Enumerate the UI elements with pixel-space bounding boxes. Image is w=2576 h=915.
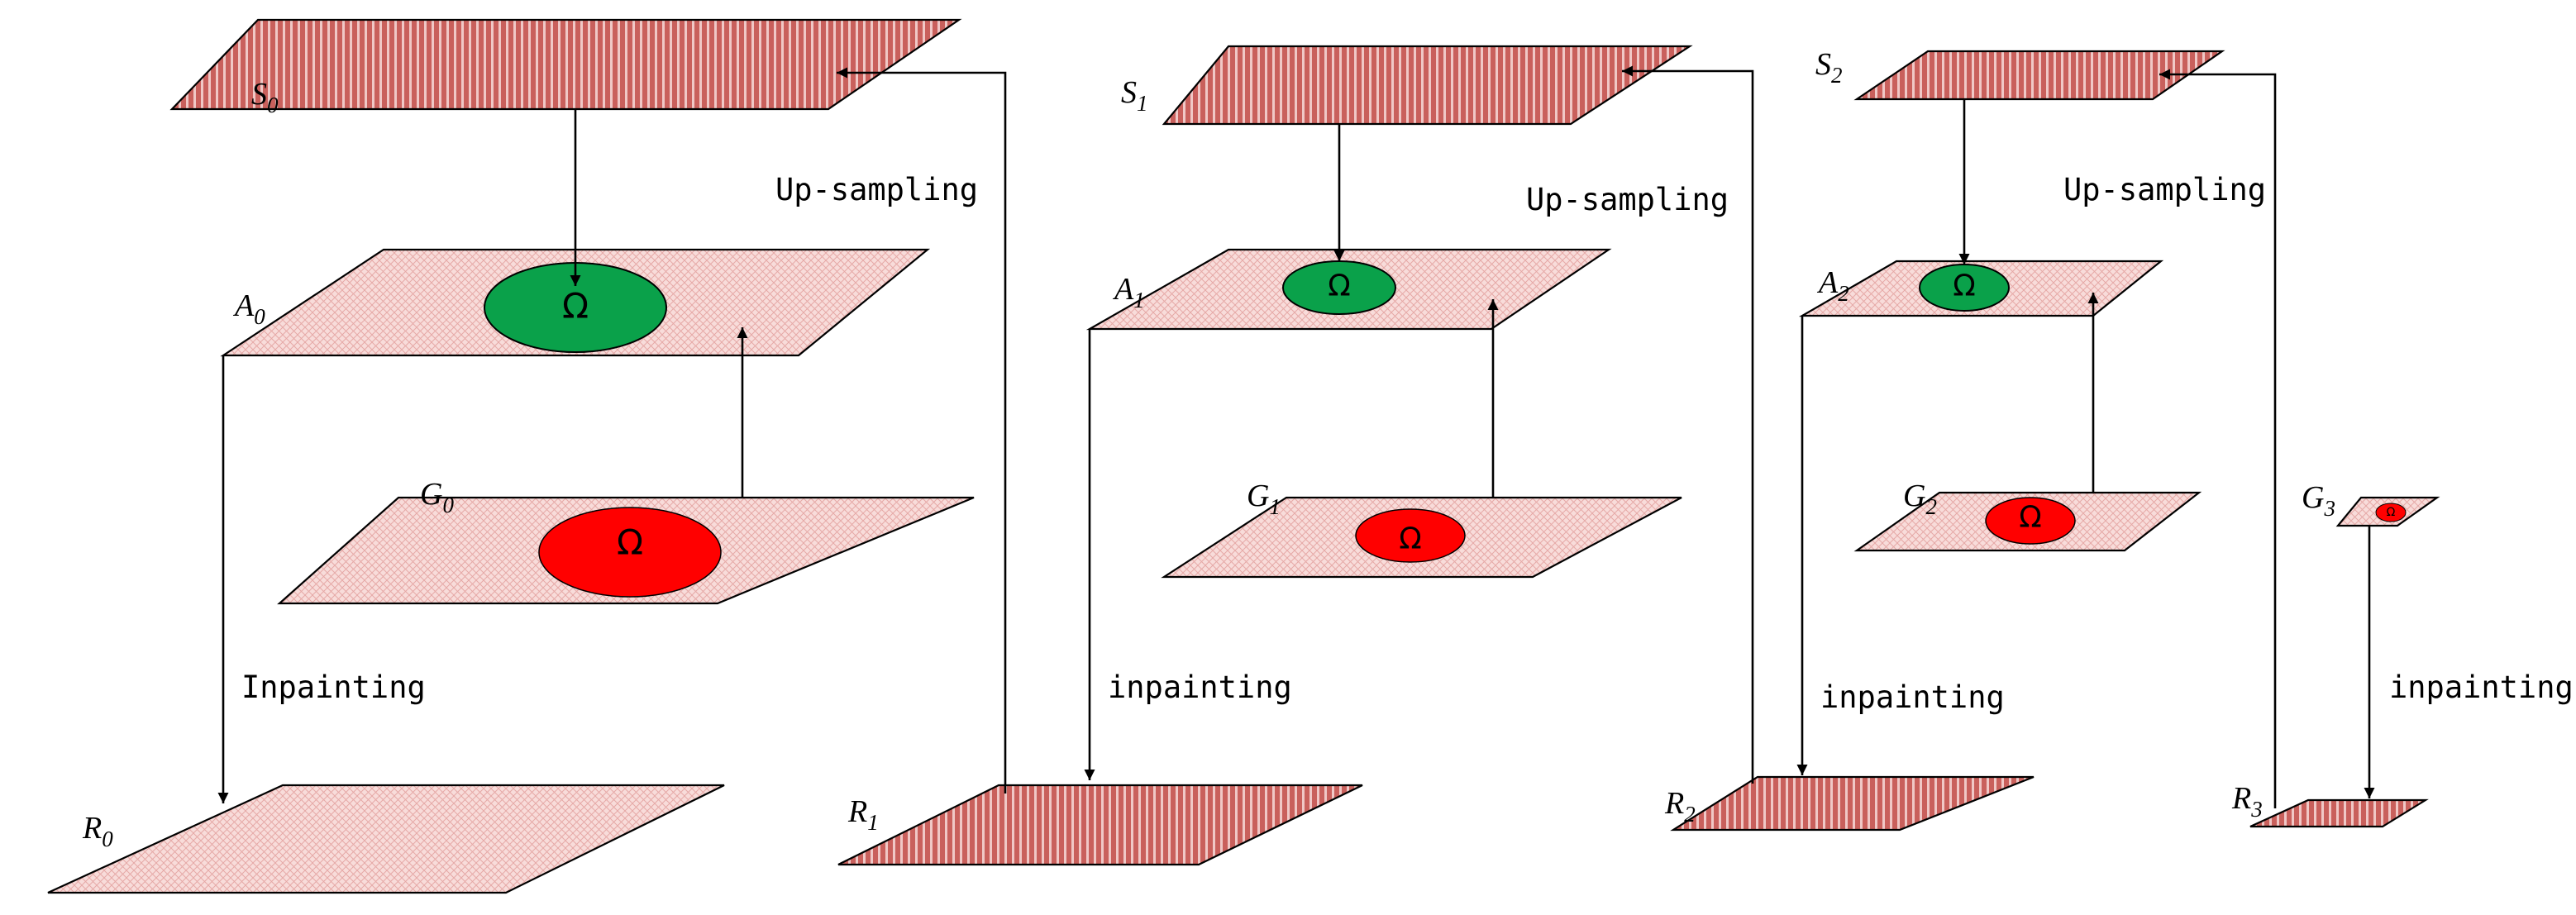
label-r0: R0 xyxy=(82,811,113,851)
missing-region-g2 xyxy=(1985,497,2076,545)
label-g0: G0 xyxy=(420,477,454,517)
arrow-r3-s2 xyxy=(2159,69,2277,808)
label-s2: S2 xyxy=(1815,47,1843,88)
annotation-inpainting-4: inpainting xyxy=(2389,670,2574,705)
plane-r0 xyxy=(47,784,725,894)
label-g2: G2 xyxy=(1903,479,1937,519)
label-r2: R2 xyxy=(1664,786,1696,827)
plane-r3 xyxy=(2249,798,2429,828)
arrow-r1-s0 xyxy=(837,67,1007,793)
annotation-upsampling-2: Up-sampling xyxy=(1526,182,1729,217)
missing-region-g3 xyxy=(2375,503,2407,522)
missing-region-g0 xyxy=(538,507,722,598)
omega-g0: Ω xyxy=(617,522,643,563)
label-a0: A0 xyxy=(232,288,265,329)
arrow-r2-s1 xyxy=(1622,65,1754,784)
missing-region-g1 xyxy=(1355,508,1466,563)
label-a1: A1 xyxy=(1112,272,1145,312)
label-r1: R1 xyxy=(847,794,879,835)
plane-s2 xyxy=(1853,50,2225,101)
label-g3: G3 xyxy=(2302,480,2335,521)
plane-s1 xyxy=(1162,45,1693,126)
plane-s0 xyxy=(169,18,962,111)
annotation-upsampling-3: Up-sampling xyxy=(2063,172,2266,207)
annotation-inpainting-3: inpainting xyxy=(1820,679,2005,715)
omega-a2: Ω xyxy=(1953,269,1976,303)
label-a2: A2 xyxy=(1816,265,1849,306)
label-g1: G1 xyxy=(1247,479,1281,519)
plane-r1 xyxy=(837,784,1363,866)
omega-a0: Ω xyxy=(562,286,589,326)
annotation-inpainting-1: Inpainting xyxy=(241,670,426,705)
omega-g3: Ω xyxy=(2387,506,2396,519)
annotation-inpainting-2: inpainting xyxy=(1108,670,1292,705)
omega-g2: Ω xyxy=(2019,501,2042,535)
omega-g1: Ω xyxy=(1399,522,1422,556)
label-s0: S0 xyxy=(251,77,279,117)
annotation-upsampling-1: Up-sampling xyxy=(775,172,978,207)
label-s1: S1 xyxy=(1121,75,1148,116)
label-r3: R3 xyxy=(2231,781,2263,822)
plane-r2 xyxy=(1670,775,2035,832)
omega-a1: Ω xyxy=(1328,269,1351,303)
